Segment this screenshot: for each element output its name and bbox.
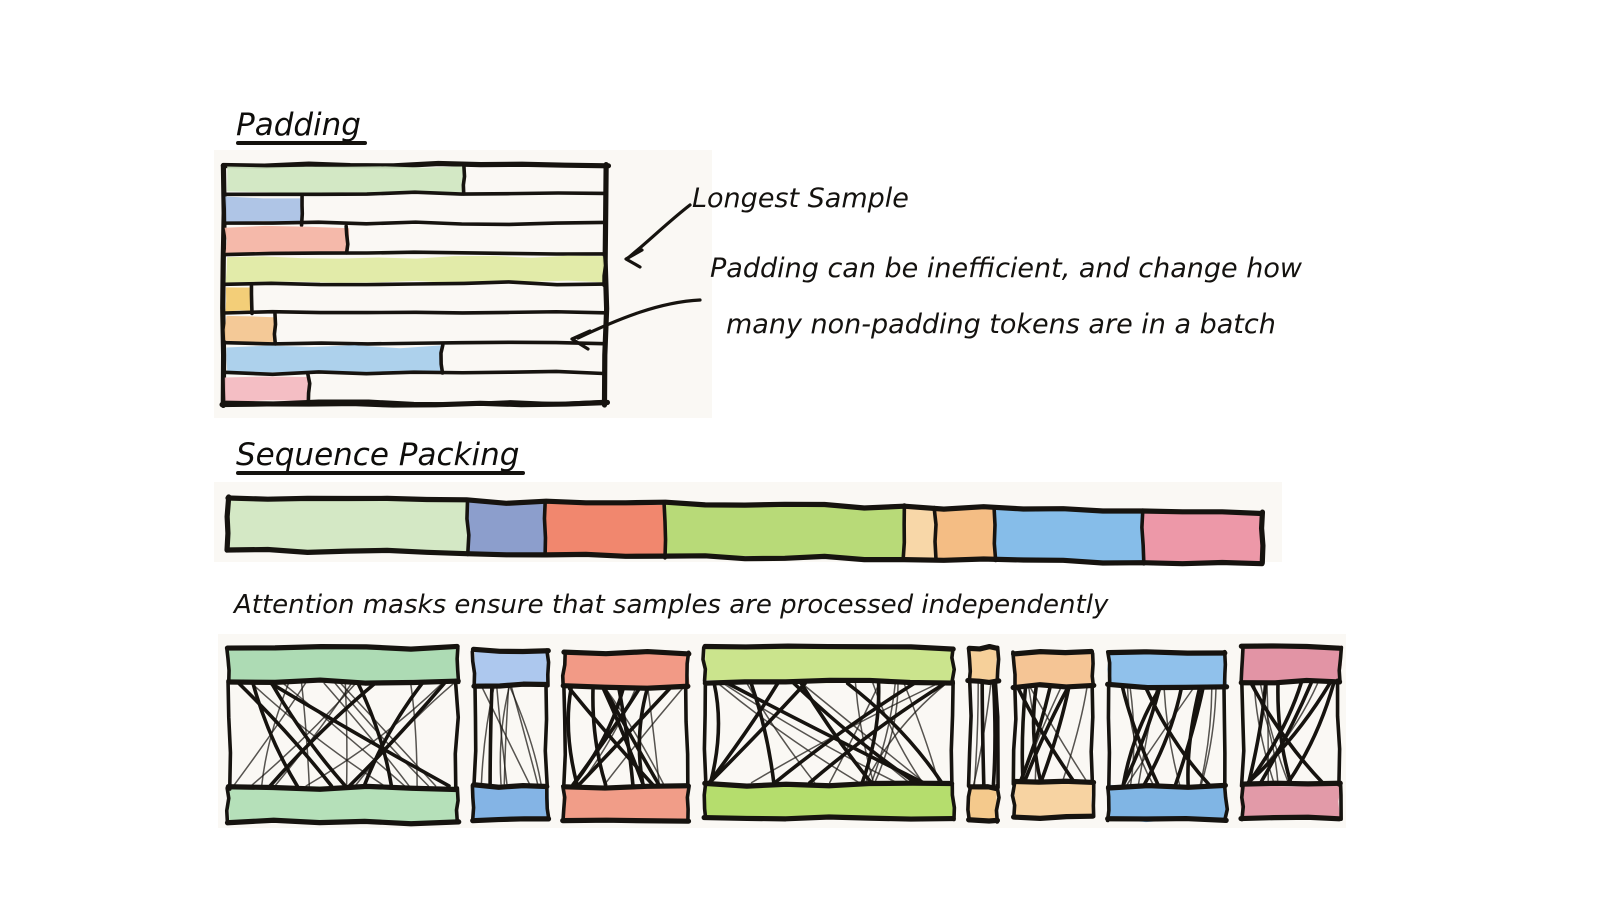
packing-diagram (224, 494, 1266, 567)
padding-note-line-1: Padding can be inefficient, and change h… (710, 253, 1302, 284)
padding-title-underline (236, 141, 367, 145)
padding-title-text: Padding (236, 107, 361, 143)
annotation-arrows (570, 203, 702, 351)
packing-title-text: Sequence Packing (236, 437, 520, 473)
attention-masks-diagram (224, 643, 1344, 827)
padding-diagram (219, 160, 612, 408)
padding-section-title: Padding (236, 107, 367, 145)
packing-section-title: Sequence Packing (236, 437, 526, 475)
longest-sample-label: Longest Sample (692, 183, 909, 214)
attention-caption: Attention masks ensure that samples are … (234, 590, 1109, 620)
packing-title-underline (236, 471, 526, 475)
padding-note-line-2: many non-padding tokens are in a batch (726, 309, 1276, 340)
